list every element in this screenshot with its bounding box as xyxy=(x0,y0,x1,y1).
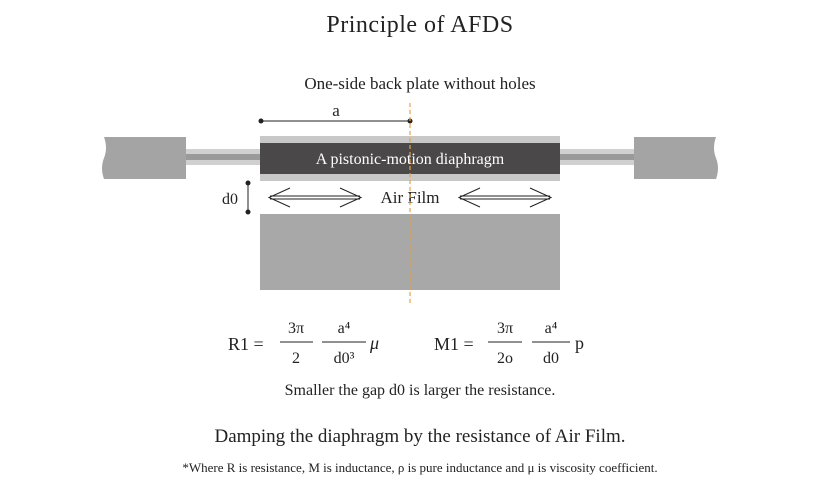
m1-frac2-den: d0 xyxy=(543,350,559,367)
r1-frac1-num: 3π xyxy=(288,320,304,337)
caption: Smaller the gap d0 is larger the resista… xyxy=(284,382,556,399)
dimension-a xyxy=(258,118,413,124)
r1-frac1-den: 2 xyxy=(292,350,300,367)
m1-frac2-num: a⁴ xyxy=(545,320,558,337)
right-support-block xyxy=(634,137,718,179)
gap-label: d0 xyxy=(222,191,238,208)
dimension-a-label: a xyxy=(332,101,340,120)
r1-lhs: R1 = xyxy=(228,334,264,354)
r1-frac2-den: d0³ xyxy=(334,350,355,367)
formula-r1: R1 = 3π 2 a⁴ d0³ μ xyxy=(228,320,379,367)
gap-indicator xyxy=(245,180,251,215)
m1-frac1-num: 3π xyxy=(497,320,513,337)
m1-frac1-den: 2o xyxy=(497,350,513,367)
left-support-block xyxy=(102,137,186,179)
m1-lhs: M1 = xyxy=(434,334,474,354)
formula-m1: M1 = 3π 2o a⁴ d0 p xyxy=(434,320,584,367)
m1-factor: p xyxy=(575,333,584,353)
right-air-arrow xyxy=(457,187,553,208)
footnote: *Where R is resistance, M is inductance,… xyxy=(182,460,658,475)
left-air-arrow xyxy=(267,187,363,208)
r1-factor: μ xyxy=(369,333,379,353)
diagram-subtitle: One-side back plate without holes xyxy=(304,74,536,93)
r1-frac2-num: a⁴ xyxy=(338,320,351,337)
conclusion: Damping the diaphragm by the resistance … xyxy=(214,426,626,447)
diagram-title: Principle of AFDS xyxy=(326,12,514,38)
